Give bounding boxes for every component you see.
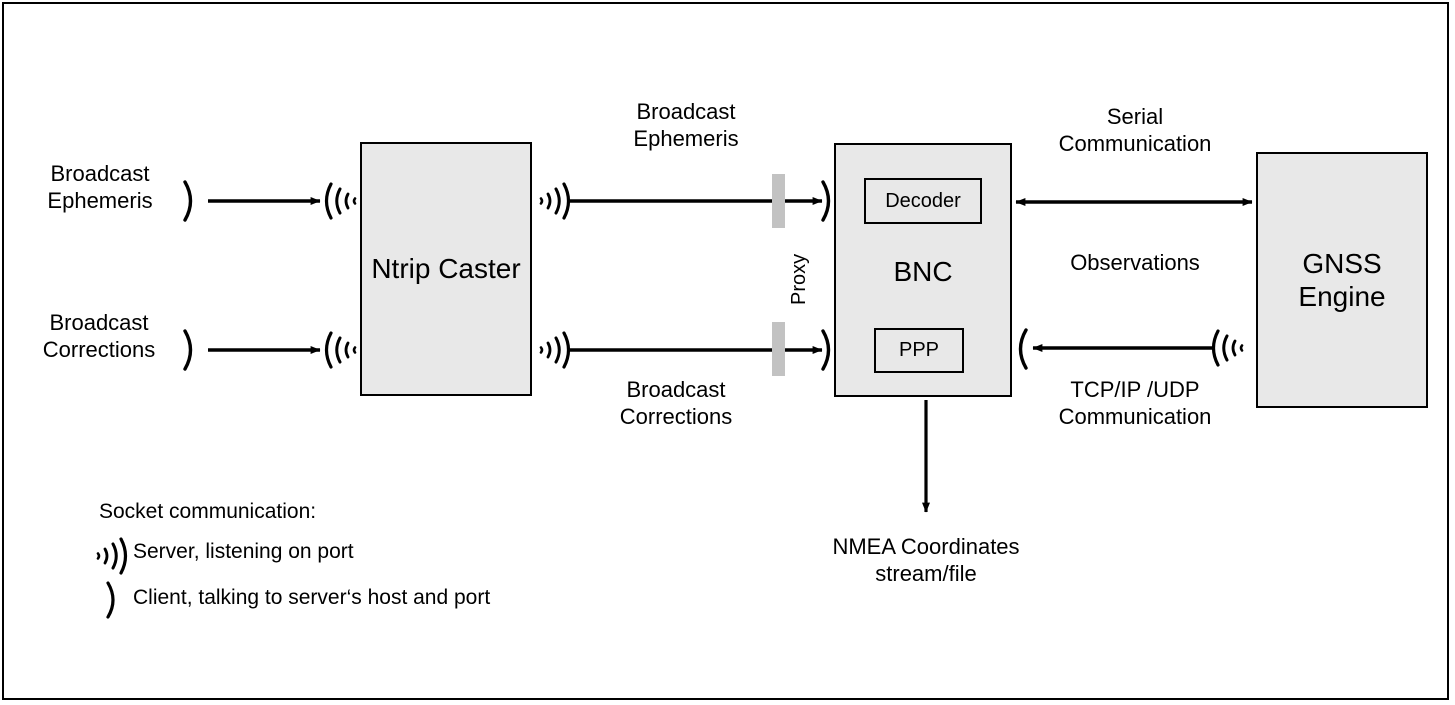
legend-title: Socket communication: — [99, 500, 317, 523]
node-gnss-engine-label: GNSS Engine — [1298, 247, 1386, 312]
label-broadcast-ephemeris-source: Broadcast Ephemeris — [47, 161, 153, 213]
node-ntrip-caster[interactable]: Ntrip Caster — [360, 142, 532, 396]
legend-item-client-label: Client, talking to server‘s host and por… — [133, 586, 491, 609]
node-decoder-label: Decoder — [885, 189, 961, 212]
label-serial-communication: Serial Communication — [1058, 104, 1212, 156]
proxy-bar-corrections — [772, 322, 785, 376]
label-broadcast-ephemeris-stream: Broadcast Ephemeris — [633, 99, 739, 151]
label-broadcast-corrections-stream: Broadcast Corrections — [619, 377, 733, 429]
node-ppp-label: PPP — [898, 339, 940, 361]
label-nmea-output: NMEA Coordinates stream/file — [832, 534, 1020, 586]
node-ppp[interactable]: PPP — [874, 328, 964, 373]
node-bnc-label: BNC — [893, 256, 953, 287]
label-observations: Observations — [1070, 250, 1200, 275]
proxy-label: Proxy — [788, 253, 810, 305]
proxy-bar-ephemeris — [772, 174, 785, 228]
legend-item-server-label: Server, listening on port — [133, 540, 354, 563]
node-decoder[interactable]: Decoder — [864, 178, 982, 224]
node-gnss-engine[interactable]: GNSS Engine — [1256, 152, 1428, 408]
node-ntrip-caster-label: Ntrip Caster — [371, 253, 521, 285]
label-tcpip-udp-communication: TCP/IP /UDP Communication — [1058, 377, 1212, 429]
label-broadcast-corrections-source: Broadcast Corrections — [42, 310, 156, 362]
